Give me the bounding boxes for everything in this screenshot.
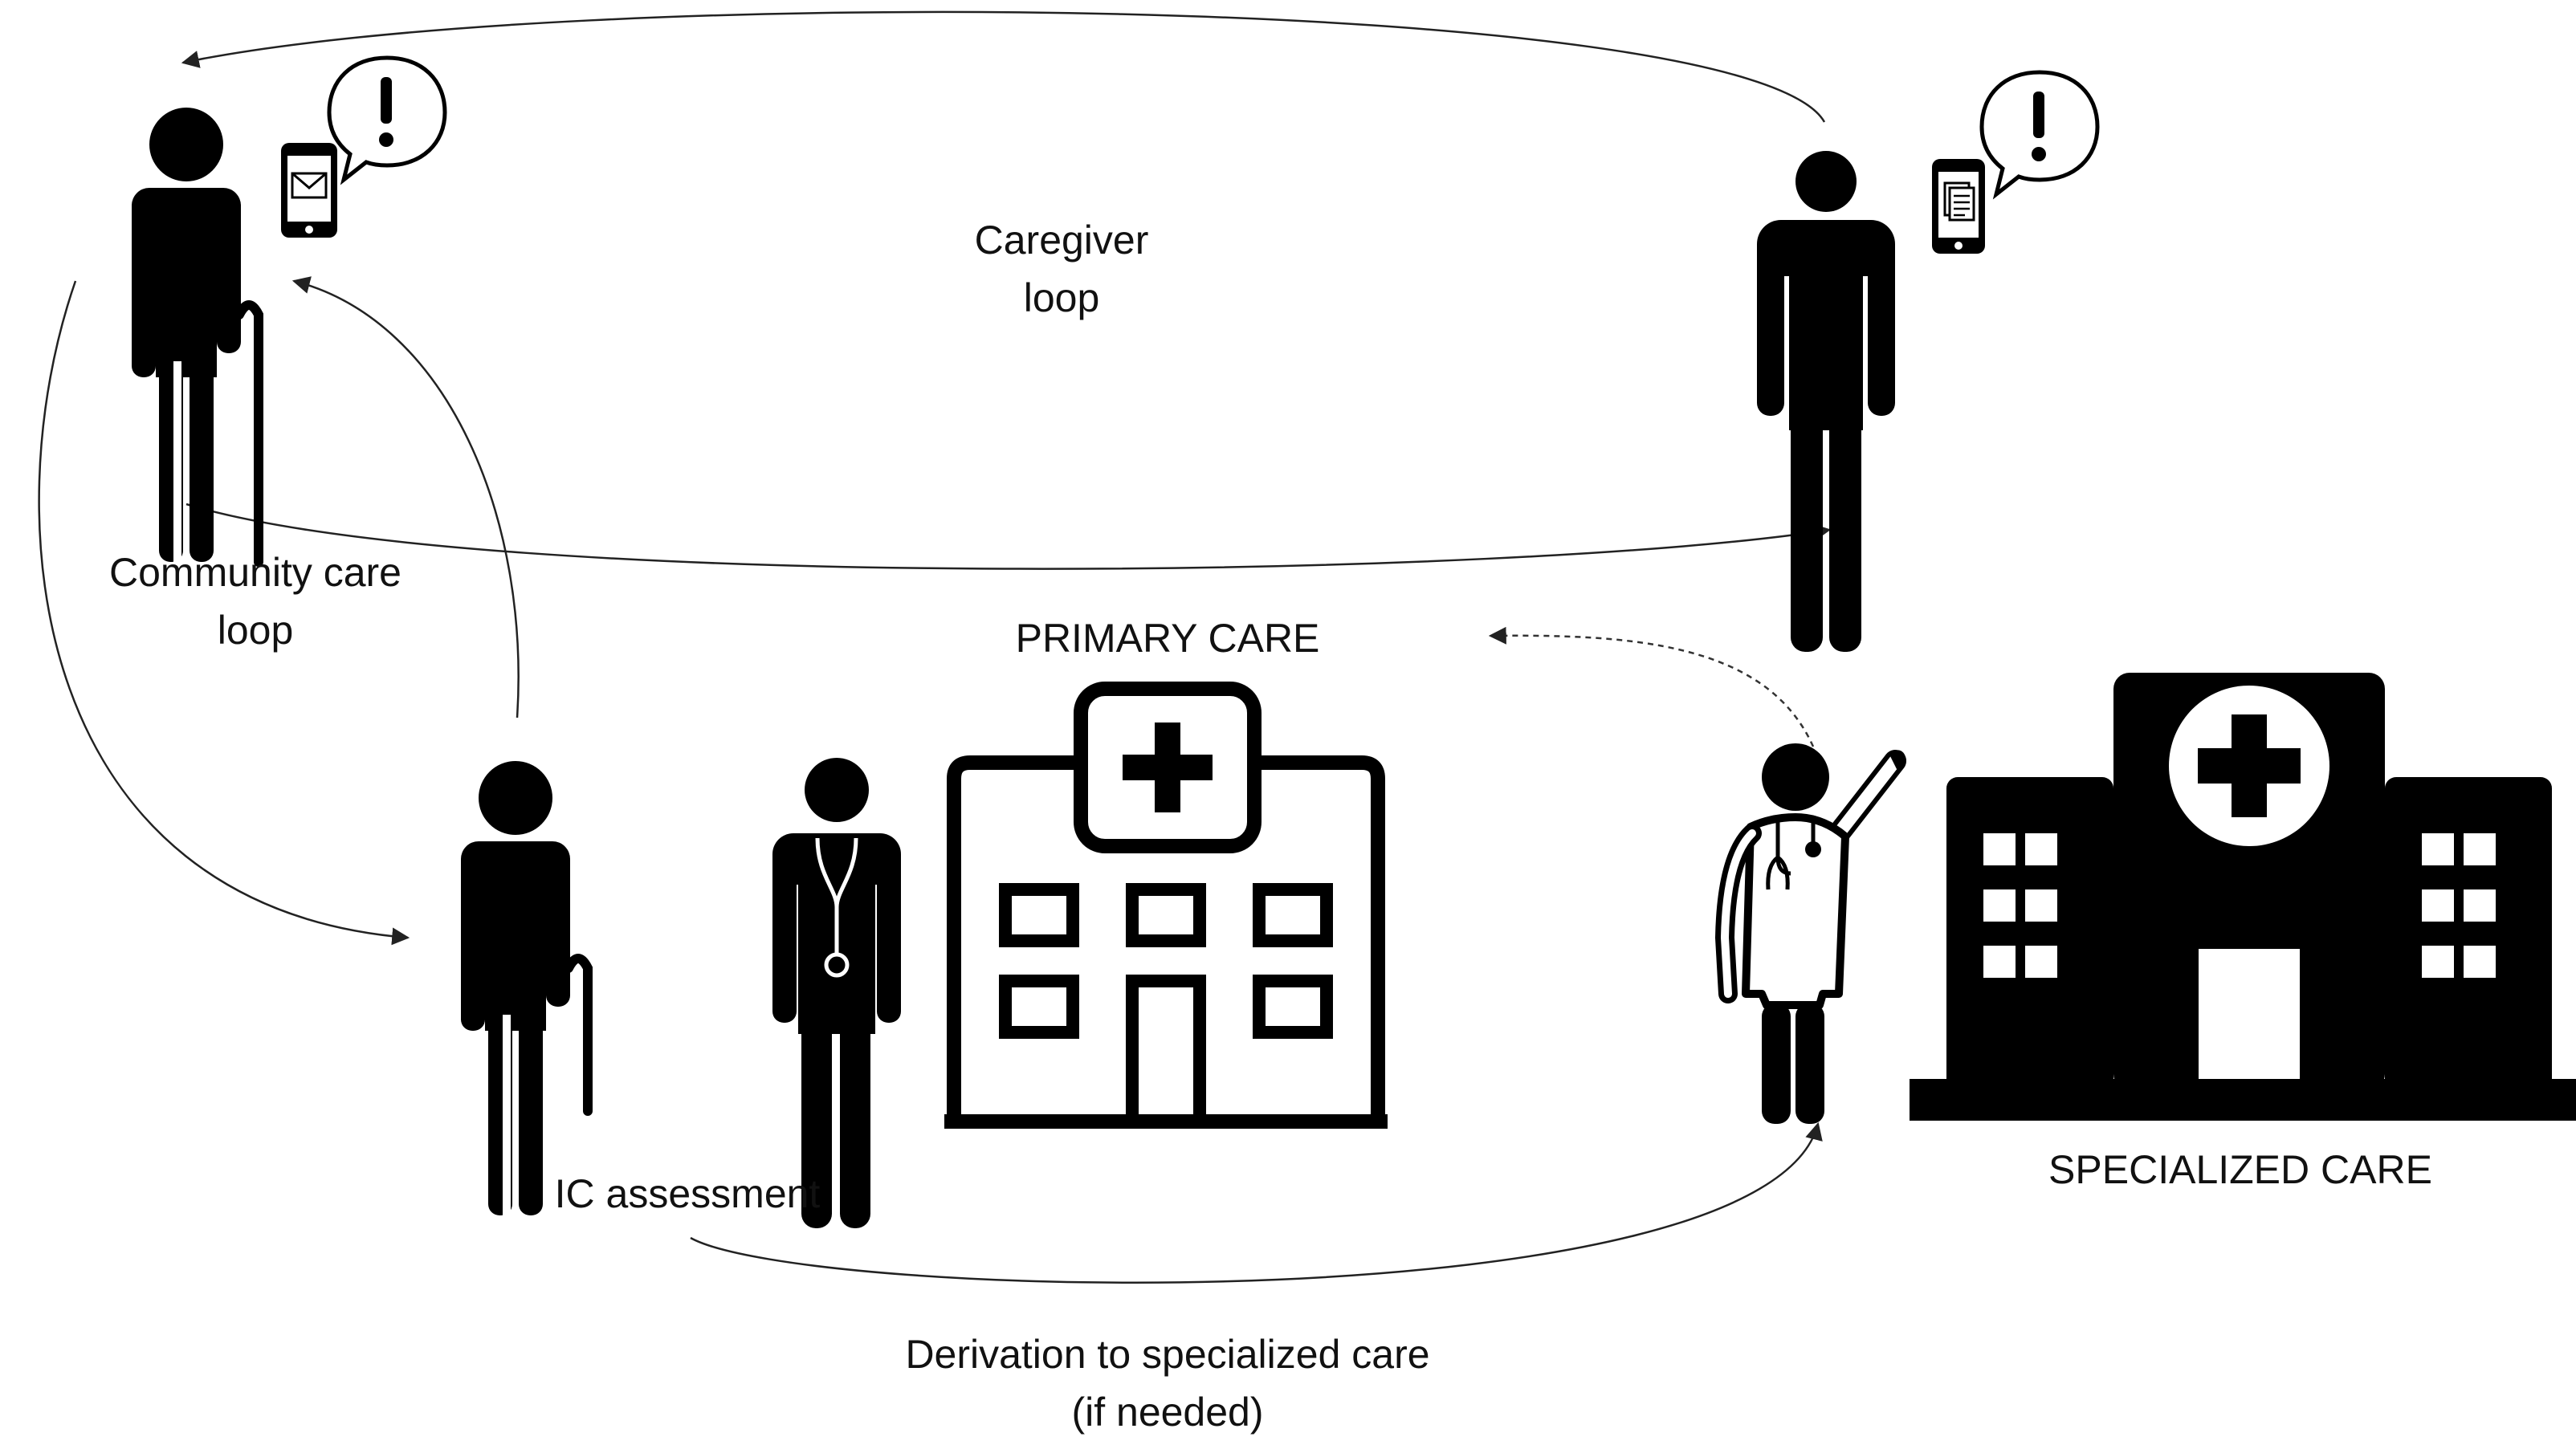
primary-care-title: PRIMARY CARE	[1016, 616, 1320, 661]
doctor-with-stethoscope-icon	[772, 758, 901, 1228]
derivation-arrow	[690, 1121, 1823, 1284]
clinic-building-icon	[944, 682, 1388, 1129]
hospital-building-icon	[1910, 673, 2576, 1121]
elderly-person-with-cane-icon	[132, 108, 263, 567]
community-loop-arrow-down	[38, 280, 410, 946]
community-care-loop-label-line2: loop	[218, 608, 294, 653]
derivation-label-line2: (if needed)	[1071, 1390, 1263, 1435]
ic-assessment-label: IC assessment	[555, 1171, 821, 1216]
community-loop-arrow-up	[291, 276, 520, 718]
derivation-label-line1: Derivation to specialized care	[905, 1332, 1429, 1377]
alert-speech-bubble-icon	[1979, 70, 2100, 200]
community-care-loop-label-line1: Community care	[109, 550, 401, 595]
specialized-care-title: SPECIALIZED CARE	[2048, 1147, 2432, 1192]
caregiver-loop-label-line1: Caregiver	[975, 218, 1149, 263]
caregiver-loop-arrow-top	[181, 10, 1826, 123]
specialist-to-primary-arrow	[1488, 626, 1815, 747]
caregiver-loop-label-line2: loop	[1024, 275, 1100, 320]
caregiver-loop-arrow-bottom	[185, 503, 1832, 570]
smartphone-mail-icon	[281, 143, 337, 238]
specialist-doctor-icon	[1714, 743, 1906, 1124]
smartphone-document-icon	[1932, 159, 1985, 254]
caregiver-person-icon	[1757, 151, 1895, 652]
elderly-person-with-cane-icon	[461, 761, 593, 1215]
alert-speech-bubble-icon	[327, 55, 447, 185]
